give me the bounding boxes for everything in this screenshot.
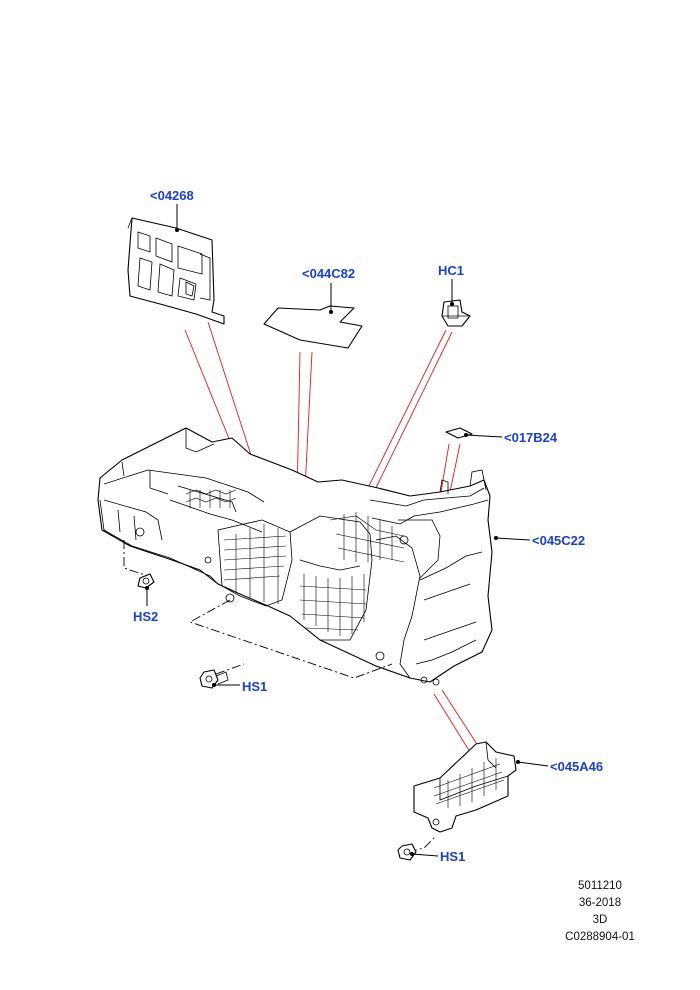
part-045C22-housing — [97, 427, 493, 686]
callout-044C82: <044C82 — [302, 266, 355, 281]
part-045A46-bracket — [413, 741, 517, 833]
part-017B24-pad — [445, 427, 473, 439]
callout-045C22: <045C22 — [532, 533, 585, 548]
reference-code: C0288904-01 — [565, 931, 635, 943]
callout-04268: <04268 — [150, 188, 194, 203]
reference-view: 3D — [592, 914, 608, 926]
bolt-HS1-bottom — [397, 843, 417, 861]
callout-017B24: <017B24 — [504, 430, 558, 445]
callout-HS1-top: HS1 — [242, 679, 267, 694]
bolt-HS2 — [137, 573, 155, 589]
part-HC1-clip — [441, 299, 471, 327]
reference-date: 36-2018 — [578, 897, 622, 909]
callout-labels: <04268 <044C82 HC1 <017B24 <045C22 HS2 H… — [133, 188, 603, 864]
reference-block: 5011210 36-2018 3D C0288904-01 — [540, 878, 660, 946]
callout-045A46: <045A46 — [550, 759, 603, 774]
reference-number: 5011210 — [578, 880, 622, 892]
part-044C82-pad — [263, 305, 363, 349]
callout-HS2: HS2 — [133, 609, 158, 624]
callout-HC1: HC1 — [438, 263, 464, 278]
callout-leaders — [145, 204, 549, 857]
part-04268-panel — [127, 217, 225, 325]
callout-HS1-bottom: HS1 — [440, 849, 465, 864]
